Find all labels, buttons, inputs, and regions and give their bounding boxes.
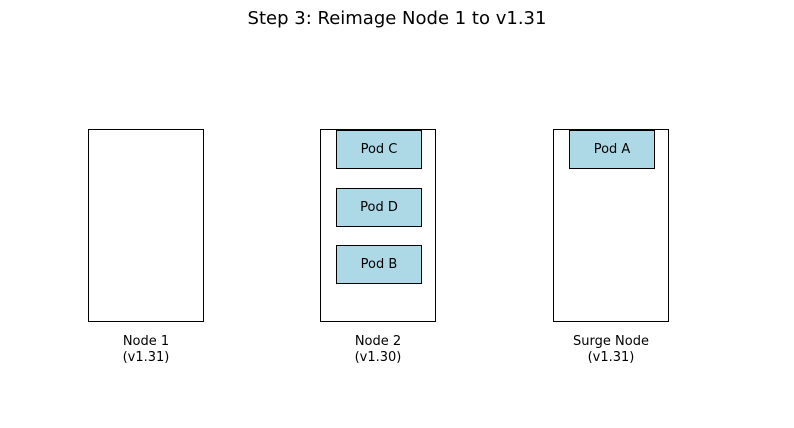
node-1-name: Node 1	[122, 334, 170, 349]
surge-node-name: Surge Node	[573, 334, 649, 349]
pod-a: Pod A	[569, 130, 655, 169]
surge-node-caption: Surge Node (v1.31)	[531, 334, 691, 366]
pod-d: Pod D	[336, 188, 422, 227]
node-2-version: (v1.30)	[354, 350, 402, 365]
pod-c: Pod C	[336, 130, 422, 169]
pod-b: Pod B	[336, 245, 422, 284]
node-2-caption: Node 2 (v1.30)	[298, 334, 458, 366]
surge-node-box: Pod A	[553, 129, 669, 322]
node-1-box	[88, 129, 204, 322]
node-2-name: Node 2	[354, 334, 402, 349]
node-2-box: Pod C Pod D Pod B	[320, 129, 436, 322]
node-1-version: (v1.31)	[122, 350, 170, 365]
node-1-caption: Node 1 (v1.31)	[66, 334, 226, 366]
diagram-title: Step 3: Reimage Node 1 to v1.31	[247, 8, 547, 29]
surge-node-version: (v1.31)	[587, 350, 635, 365]
